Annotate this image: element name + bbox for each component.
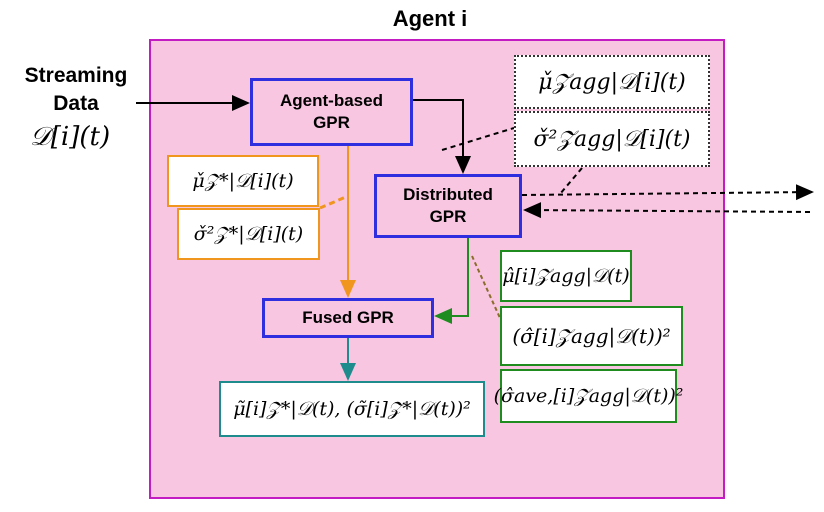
dashed-green-link	[471, 255, 501, 319]
arrow-dist-in	[523, 202, 811, 219]
variance-star-output: σ̌²𝒵*|𝒟[i](t)	[177, 208, 320, 260]
streaming-data-math: 𝒟[i](t)	[30, 122, 111, 152]
dashed-var-agg-link	[559, 167, 583, 195]
agent-based-gpr-block: Agent-based GPR	[250, 78, 413, 146]
distributed-gpr-block: Distributed GPR	[374, 174, 522, 238]
distributed-variance-output: (σ̂[i]𝒵agg|𝒟(t))²	[500, 306, 683, 366]
distributed-mean-output: μ̂[i]𝒵agg|𝒟(t)	[500, 250, 632, 302]
fused-output: μ̃[i]𝒵*|𝒟(t), (σ̃[i]𝒵*|𝒟(t))²	[219, 381, 485, 437]
variance-agg-output: σ̌²𝒵agg|𝒟[i](t)	[514, 111, 710, 167]
dashed-agent-to-agg	[441, 127, 515, 151]
arrow-dist-to-fused	[434, 238, 469, 324]
dashed-orange-link	[319, 194, 349, 210]
arrow-dist-out	[521, 184, 814, 201]
mean-agg-output: μ̌𝒵agg|𝒟[i](t)	[514, 55, 710, 109]
mean-star-output: μ̌𝒵*|𝒟[i](t)	[167, 155, 319, 207]
fused-gpr-block: Fused GPR	[262, 298, 434, 338]
average-variance-output: (σ̂ave,[i]𝒵agg|𝒟(t))²	[494, 369, 683, 423]
streaming-data-label: Streaming Data	[24, 64, 128, 115]
agent-title: Agent i	[392, 6, 468, 31]
arrow-agent-to-distributed	[413, 99, 471, 174]
